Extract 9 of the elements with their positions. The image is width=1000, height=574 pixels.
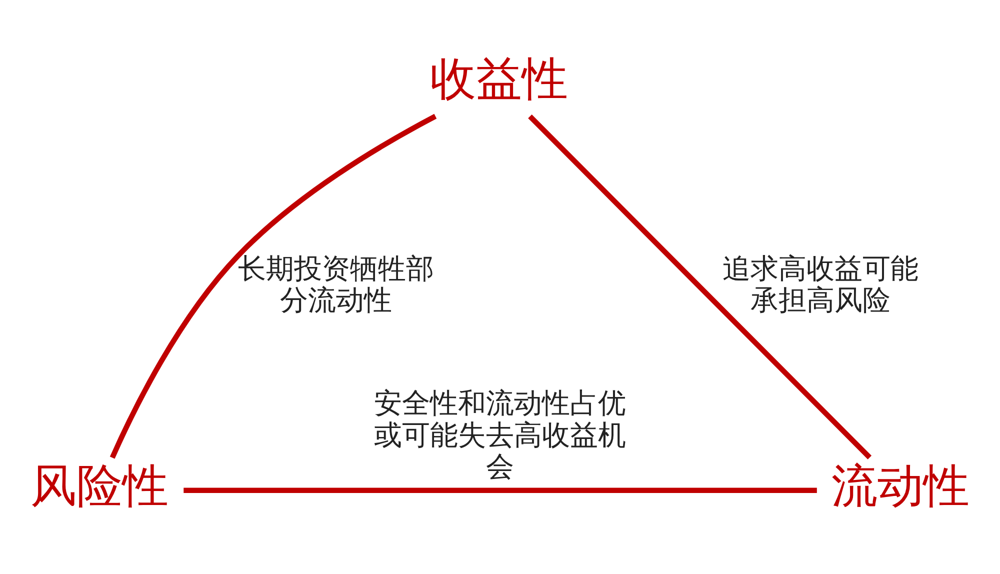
connector: [184, 488, 817, 494]
connector: [110, 114, 437, 459]
node-text: 风险性: [30, 459, 168, 512]
edge-label: 追求高收益可能承担高风险: [722, 252, 918, 317]
node-text: 收益性: [430, 52, 568, 106]
node-text: 流动性: [832, 459, 970, 512]
edge-label: 安全性和流动性占优或可能失去高收益机会: [374, 386, 626, 483]
connector: [528, 114, 872, 460]
edge-label: 长期投资牺牲部分流动性: [238, 252, 434, 317]
